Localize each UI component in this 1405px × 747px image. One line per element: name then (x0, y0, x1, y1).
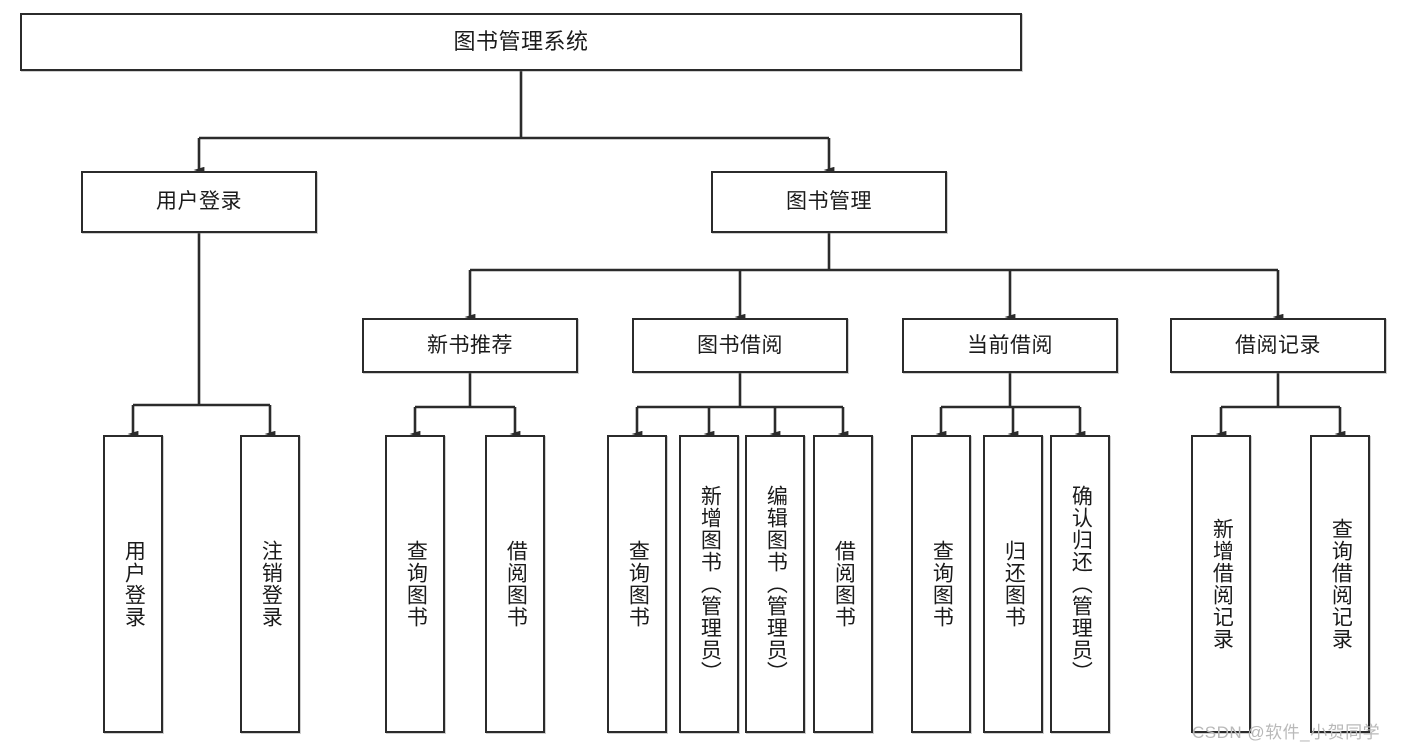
node-box-l10[interactable]: 归还图书 (983, 435, 1043, 733)
node-label-n2a: 用户登录 (156, 190, 242, 214)
node-box-l2[interactable]: 注销登录 (240, 435, 300, 733)
node-label-n2b: 图书管理 (786, 190, 872, 214)
node-box-l1[interactable]: 用户登录 (103, 435, 163, 733)
node-box-root[interactable]: 图书管理系统 (20, 13, 1022, 71)
node-label-l10: 归还图书 (1002, 540, 1026, 628)
node-label-l2: 注销登录 (259, 540, 283, 628)
node-label-l13: 查询借阅记录 (1329, 518, 1353, 650)
node-label-l3: 查询图书 (404, 540, 428, 628)
node-box-l12[interactable]: 新增借阅记录 (1191, 435, 1251, 733)
node-label-n3d: 借阅记录 (1235, 333, 1321, 357)
node-box-n2a[interactable]: 用户登录 (81, 171, 317, 233)
node-box-l4[interactable]: 借阅图书 (485, 435, 545, 733)
node-label-l12: 新增借阅记录 (1210, 518, 1234, 650)
node-label-n3c: 当前借阅 (967, 333, 1053, 357)
node-box-n3a[interactable]: 新书推荐 (362, 318, 578, 373)
node-box-l13[interactable]: 查询借阅记录 (1310, 435, 1370, 733)
node-label-l9: 查询图书 (930, 540, 954, 628)
node-box-n3b[interactable]: 图书借阅 (632, 318, 848, 373)
node-box-l7[interactable]: 编辑图书（管理员） (745, 435, 805, 733)
node-box-l6[interactable]: 新增图书（管理员） (679, 435, 739, 733)
node-box-n3d[interactable]: 借阅记录 (1170, 318, 1386, 373)
node-box-l5[interactable]: 查询图书 (607, 435, 667, 733)
node-box-l11[interactable]: 确认归还（管理员） (1050, 435, 1110, 733)
node-label-root: 图书管理系统 (453, 28, 589, 54)
node-label-l6: 新增图书（管理员） (698, 485, 722, 683)
node-label-l11: 确认归还（管理员） (1069, 485, 1093, 683)
node-label-l4: 借阅图书 (504, 540, 528, 628)
node-label-n3a: 新书推荐 (427, 333, 513, 357)
node-label-l1: 用户登录 (122, 540, 146, 628)
node-label-l7: 编辑图书（管理员） (764, 485, 788, 683)
node-label-l8: 借阅图书 (832, 540, 856, 628)
node-box-l8[interactable]: 借阅图书 (813, 435, 873, 733)
node-label-n3b: 图书借阅 (697, 333, 783, 357)
connector-lines (127, 71, 1346, 438)
node-box-n2b[interactable]: 图书管理 (711, 171, 947, 233)
node-box-n3c[interactable]: 当前借阅 (902, 318, 1118, 373)
node-label-l5: 查询图书 (626, 540, 650, 628)
node-box-l9[interactable]: 查询图书 (911, 435, 971, 733)
node-box-l3[interactable]: 查询图书 (385, 435, 445, 733)
